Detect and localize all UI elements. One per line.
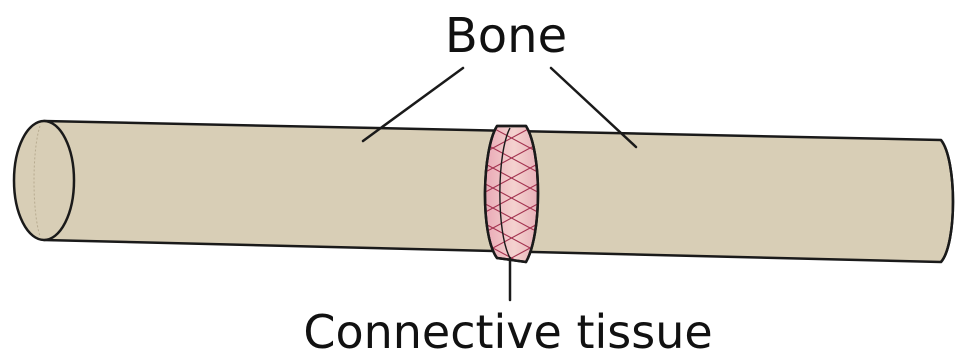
bone-end-cap-left (14, 121, 74, 240)
tissue-band-body (485, 126, 538, 262)
bone-rod (14, 121, 953, 262)
connective-tissue-label: Connective tissue (303, 305, 712, 359)
bone-label: Bone (445, 8, 567, 64)
